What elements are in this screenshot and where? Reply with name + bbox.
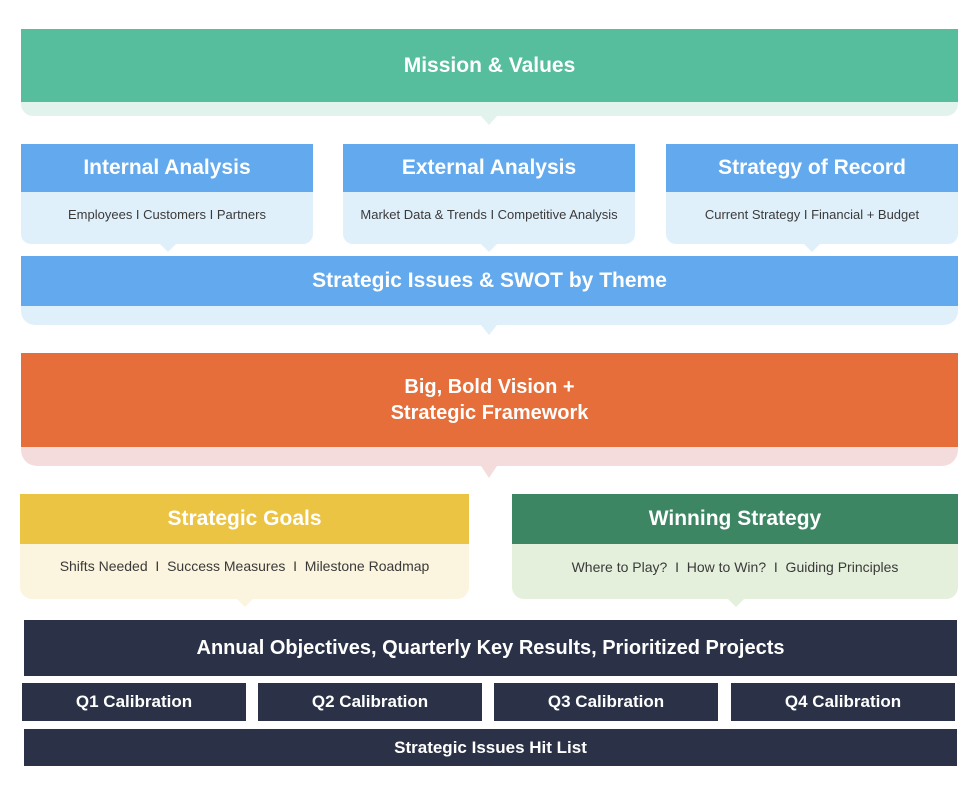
external-analysis-title: External Analysis [401, 156, 577, 179]
q1-calibration-block: Q1 Calibration [22, 683, 246, 721]
winning-strategy-arrow [728, 599, 744, 607]
external-analysis-body [343, 186, 635, 244]
q2-calibration-block: Q2 Calibration [258, 683, 482, 721]
internal-analysis-title: Internal Analysis [83, 156, 251, 179]
internal-analysis-arrow [160, 244, 176, 252]
strategic-goals-body [20, 540, 469, 599]
external-analysis-arrow [481, 244, 497, 252]
internal-analysis-header: Internal Analysis [21, 144, 313, 192]
mission-values-block: Mission & Values [21, 29, 958, 102]
hit-list-block: Strategic Issues Hit List [24, 729, 957, 766]
vision-block: Big, Bold Vision + Strategic Framework [21, 353, 958, 447]
strategy-of-record-arrow [804, 244, 820, 252]
strategic-goals-detail: Shifts Needed I Success Measures I Miles… [59, 558, 430, 574]
winning-strategy-title: Winning Strategy [648, 507, 822, 530]
strategy-of-record-title: Strategy of Record [718, 156, 906, 179]
q4-calibration-label: Q4 Calibration [784, 692, 902, 711]
q4-calibration-block: Q4 Calibration [731, 683, 955, 721]
external-analysis-detail: Market Data & Trends I Competitive Analy… [360, 206, 618, 222]
strategy-of-record-detail: Current Strategy I Financial + Budget [704, 206, 920, 222]
vision-line-1: Big, Bold Vision + [404, 376, 575, 398]
winning-strategy-detail: Where to Play? I How to Win? I Guiding P… [571, 559, 899, 575]
internal-analysis-detail: Employees I Customers I Partners [68, 206, 266, 222]
hit-list-title: Strategic Issues Hit List [394, 737, 587, 757]
strategy-of-record-body [666, 186, 958, 244]
mission-values-title: Mission & Values [403, 53, 576, 77]
q3-calibration-block: Q3 Calibration [494, 683, 718, 721]
strategic-goals-arrow [237, 599, 253, 607]
q2-calibration-label: Q2 Calibration [311, 692, 429, 711]
strategic-issues-title: Strategic Issues & SWOT by Theme [312, 269, 667, 292]
strategy-of-record-header: Strategy of Record [666, 144, 958, 192]
mission-arrow [481, 116, 497, 125]
winning-strategy-header: Winning Strategy [512, 494, 958, 544]
annual-objectives-title: Annual Objectives, Quarterly Key Results… [196, 636, 785, 659]
internal-analysis-body [21, 186, 313, 244]
winning-strategy-body [512, 540, 958, 599]
strategic-goals-title: Strategic Goals [167, 507, 322, 530]
vision-line-2: Strategic Framework [390, 402, 589, 424]
strategic-issues-block: Strategic Issues & SWOT by Theme [21, 256, 958, 306]
external-analysis-header: External Analysis [343, 144, 635, 192]
q1-calibration-label: Q1 Calibration [75, 692, 193, 711]
q3-calibration-label: Q3 Calibration [547, 692, 665, 711]
strategic-goals-header: Strategic Goals [20, 494, 469, 544]
strategic-issues-arrow [481, 325, 497, 335]
annual-objectives-block: Annual Objectives, Quarterly Key Results… [24, 620, 957, 676]
vision-arrow [481, 466, 497, 478]
